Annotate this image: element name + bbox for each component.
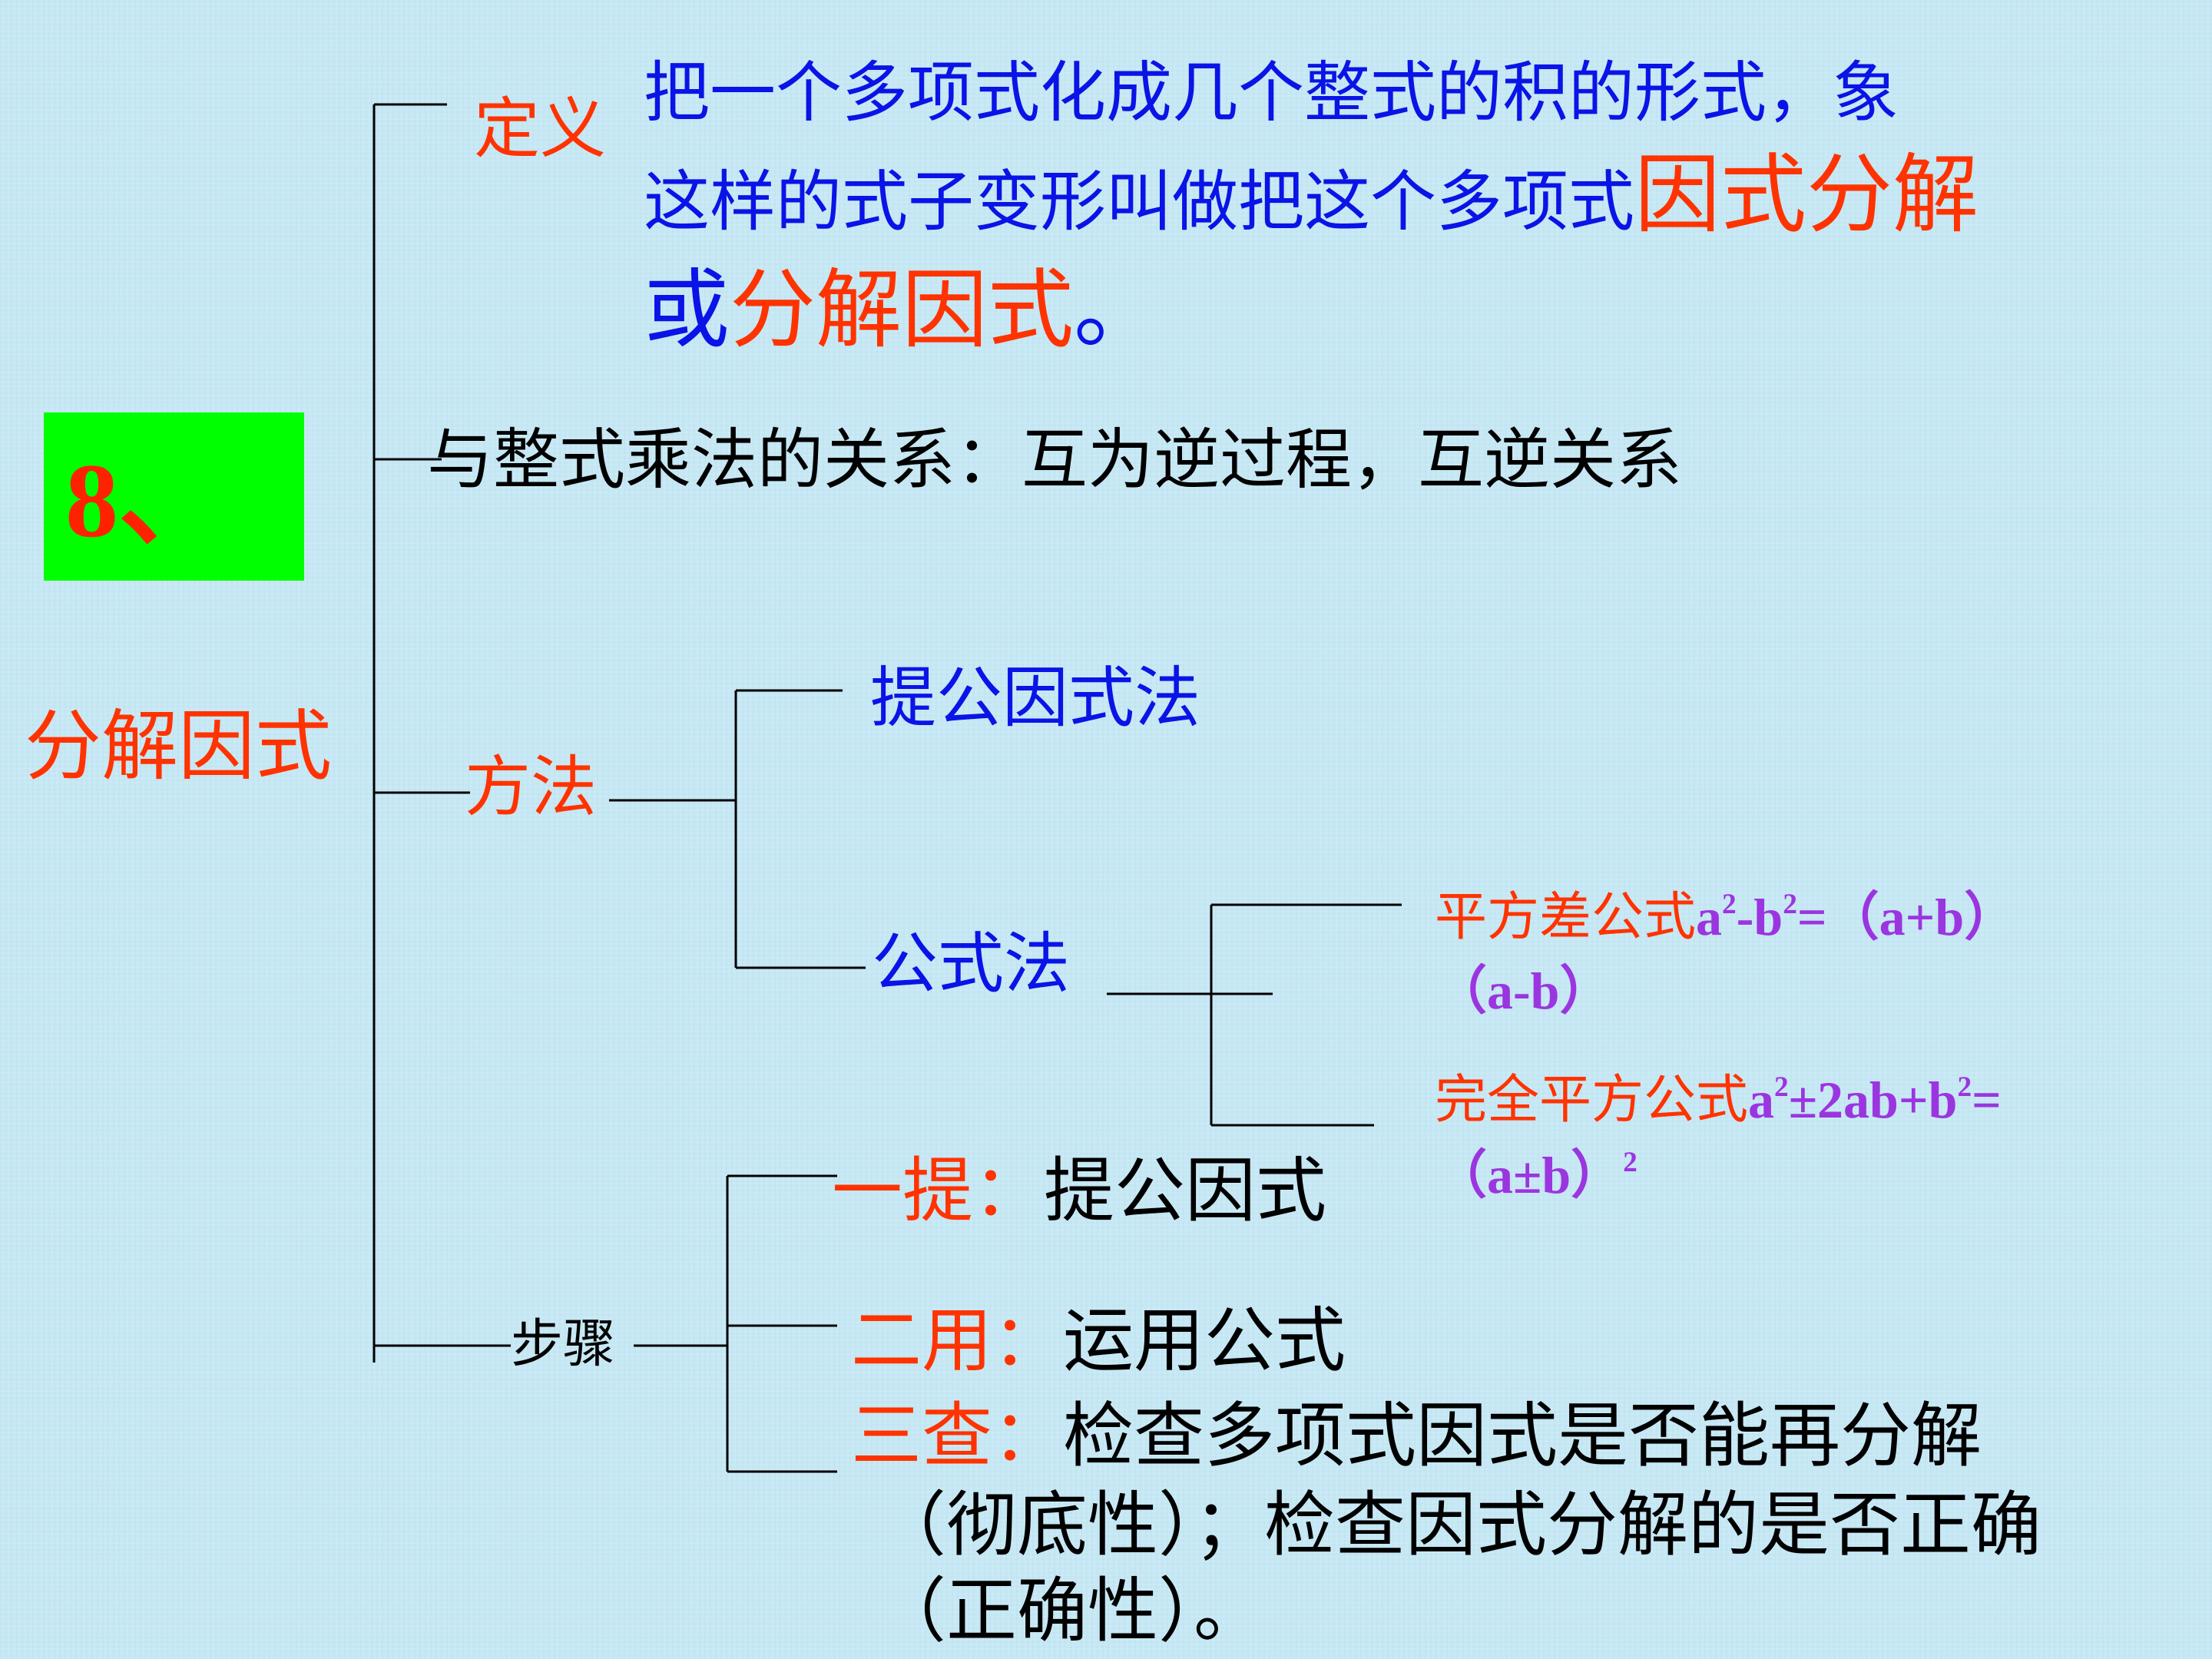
diff-squares-exp-b: 2	[1783, 888, 1797, 920]
diff-squares-minus-b: -b	[1736, 888, 1783, 946]
definition-period: 。	[1074, 260, 1160, 360]
definition-term-factor: 分解因式	[730, 260, 1074, 360]
definition-or: 或	[644, 260, 730, 360]
perfect-square-rhs: （a±b）	[1435, 1146, 1624, 1204]
method-common-factor: 提公因式法	[870, 660, 1200, 737]
step-1-text: 提公因式	[1044, 1150, 1327, 1232]
methods-label: 方法	[465, 749, 597, 826]
section-number: 8、	[65, 442, 225, 559]
section-number-badge: 8、	[44, 412, 304, 581]
method-formula: 公式法	[872, 926, 1070, 1002]
step-3-label: 三查：	[851, 1395, 1064, 1477]
diff-squares-exp-a: 2	[1722, 888, 1737, 920]
step-3-text-line1: 检查多项式因式是否能再分解	[1063, 1395, 1982, 1477]
perfect-square-name: 完全平方公式	[1435, 1070, 1749, 1131]
definition-text-line3: 或分解因式。	[644, 267, 1160, 353]
step-3-text-line2: （彻底性）；检查因式分解的是否正确	[876, 1484, 2042, 1566]
step-3: 三查：检查多项式因式是否能再分解	[851, 1401, 1982, 1472]
relation-text: 与整式乘法的关系：互为逆过程，互逆关系	[427, 422, 1682, 498]
diff-squares-line2: （a-b）	[1435, 962, 1612, 1020]
perfect-square-exp-a: 2	[1774, 1071, 1789, 1103]
perfect-square-mid: ±2ab+b	[1788, 1071, 1958, 1129]
step-3-text-line3: （正确性）。	[876, 1570, 1265, 1652]
step-2-label: 二用：	[851, 1300, 1064, 1382]
step-1: 一提：提公因式	[832, 1156, 1326, 1227]
definition-label: 定义	[474, 91, 606, 167]
step-1-label: 一提：	[832, 1150, 1045, 1232]
diff-squares-rhs: =（a+b）	[1796, 888, 2017, 946]
perfect-square-eq: =	[1972, 1071, 2002, 1129]
diff-squares-a: a	[1696, 888, 1723, 946]
root-topic: 分解因式	[25, 701, 332, 791]
diff-squares-formula: 平方差公式a2-b2=（a+b）	[1435, 888, 2017, 946]
perfect-square-a: a	[1748, 1071, 1775, 1129]
step-2-text: 运用公式	[1063, 1300, 1346, 1382]
steps-label: 步骤	[511, 1314, 616, 1375]
perfect-square-formula: 完全平方公式a2±2ab+b2=	[1435, 1071, 2002, 1129]
definition-text-line2: 这样的式子变形叫做把这个多项式因式分解	[644, 152, 1979, 238]
perfect-square-exp-rhs: 2	[1623, 1146, 1637, 1178]
diff-squares-name: 平方差公式	[1435, 887, 1697, 948]
definition-text-line2-main: 这样的式子变形叫做把这个多项式	[644, 164, 1634, 240]
definition-text-line1: 把一个多项式化成几个整式的积的形式，象	[644, 55, 1899, 131]
perfect-square-line2: （a±b）2	[1435, 1146, 1637, 1204]
perfect-square-exp-b: 2	[1957, 1071, 1972, 1103]
definition-term-factorization: 因式分解	[1634, 145, 1979, 245]
step-2: 二用：运用公式	[851, 1306, 1346, 1376]
